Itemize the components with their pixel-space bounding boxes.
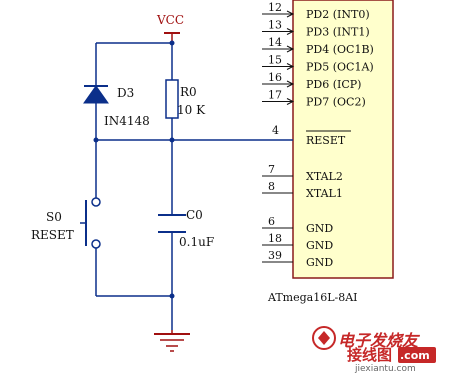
pin-arrow-icon [286, 10, 295, 18]
resistor-r0: R0 10 K [165, 79, 206, 119]
junction-dot [169, 293, 175, 299]
resistor-ref: R0 [180, 85, 197, 99]
pin-number: 15 [268, 54, 282, 67]
pin-name: GND [306, 256, 333, 269]
pin-name: PD2 (INT0) [306, 8, 370, 21]
pin-arrow-icon [286, 28, 295, 35]
watermark-dot: .com [400, 349, 430, 362]
pin-number: 7 [268, 163, 275, 176]
pin-name: GND [306, 239, 333, 252]
switch-contact-icon [91, 239, 101, 249]
switch-name: RESET [31, 228, 74, 242]
pin-number: 14 [268, 36, 282, 49]
vcc-symbol: VCC [156, 13, 184, 43]
vcc-label: VCC [156, 13, 184, 27]
pin-name: PD3 (INT1) [306, 26, 370, 39]
ic-part-label: ATmega16L-8AI [267, 291, 358, 304]
pin-number: 12 [268, 1, 282, 14]
junction-dot [93, 137, 99, 143]
pin-arrow-icon [286, 98, 295, 105]
resistor-icon [165, 79, 179, 119]
pin-arrow-icon [286, 63, 295, 70]
diode-part: IN4148 [104, 114, 150, 128]
pin-number: 18 [268, 232, 282, 245]
watermark-logo-text: 电子发烧友 [338, 331, 421, 350]
pin-name: PD5 (OC1A) [306, 61, 374, 74]
ic-pin-reset: 4 RESET [272, 124, 351, 147]
watermark: 电子发烧友 接线图 .com jiexiantu.com [312, 326, 436, 374]
pin-name: XTAL2 [306, 170, 343, 183]
pin-name: RESET [306, 134, 346, 147]
switch-ref: S0 [46, 210, 62, 224]
pin-name: PD4 (OC1B) [306, 43, 374, 56]
pin-number: 16 [268, 71, 282, 84]
pin-arrow-icon [286, 80, 295, 88]
capacitor-value: 0.1uF [179, 235, 214, 249]
pin-number: 17 [268, 89, 282, 102]
pin-number: 39 [268, 249, 282, 262]
switch-contact-icon [91, 197, 101, 207]
junction-dot [169, 40, 175, 46]
pin-number: 4 [272, 124, 279, 137]
capacitor-c0: C0 0.1uF [158, 208, 214, 249]
switch-s0: S0 RESET [31, 197, 101, 249]
ground-icon [154, 330, 190, 352]
resistor-value: 10 K [177, 103, 206, 117]
pin-arrow-icon [286, 45, 295, 53]
watermark-cn: 接线图 [347, 346, 392, 364]
pin-name: GND [306, 222, 333, 235]
capacitor-ref: C0 [186, 208, 203, 222]
ic-body [292, 0, 394, 279]
wires [95, 42, 293, 330]
pin-name: XTAL1 [306, 187, 343, 200]
pin-name: PD6 (ICP) [306, 78, 361, 91]
watermark-url: jiexiantu.com [354, 364, 416, 374]
pin-number: 6 [268, 215, 275, 228]
junction-dot [169, 137, 175, 143]
diode-icon [83, 85, 109, 104]
diode-d3: D3 IN4148 [83, 85, 150, 128]
diode-ref: D3 [117, 86, 134, 100]
watermark-logo-icon [312, 326, 336, 350]
pin-number: 8 [268, 180, 275, 193]
pin-number: 13 [268, 19, 282, 32]
pin-name: PD7 (OC2) [306, 96, 366, 109]
